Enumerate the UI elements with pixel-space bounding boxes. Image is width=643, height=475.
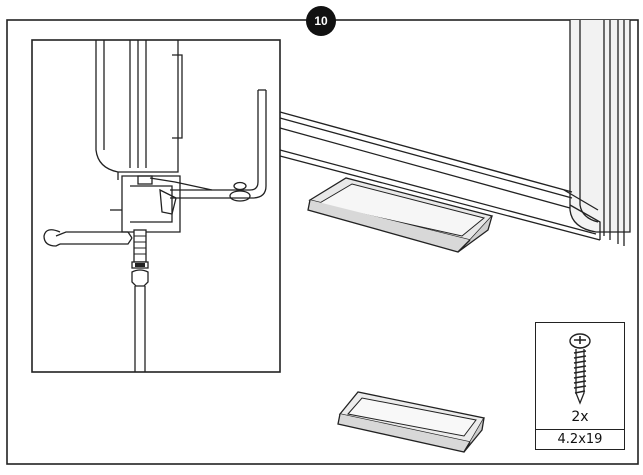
- tray-clip: [110, 175, 181, 233]
- mounted-tray: [307, 177, 494, 253]
- hardware-callout: 2x 4.2x19: [535, 322, 625, 450]
- wall-bracket: [149, 89, 267, 202]
- step-number-badge: 10: [306, 6, 336, 36]
- loose-tray: [337, 391, 486, 453]
- step-number: 10: [314, 14, 328, 28]
- screw-icon: [560, 331, 600, 405]
- detail-screw: [131, 229, 149, 269]
- hardware-size: 4.2x19: [536, 429, 624, 450]
- detail-inset-frame: [31, 39, 281, 373]
- board-profile: [95, 40, 183, 180]
- tray-profile: [43, 229, 133, 247]
- detail-inset: [31, 39, 281, 373]
- whiteboard: [279, 20, 631, 246]
- hardware-quantity: 2x: [571, 409, 589, 425]
- screwdriver: [131, 269, 149, 372]
